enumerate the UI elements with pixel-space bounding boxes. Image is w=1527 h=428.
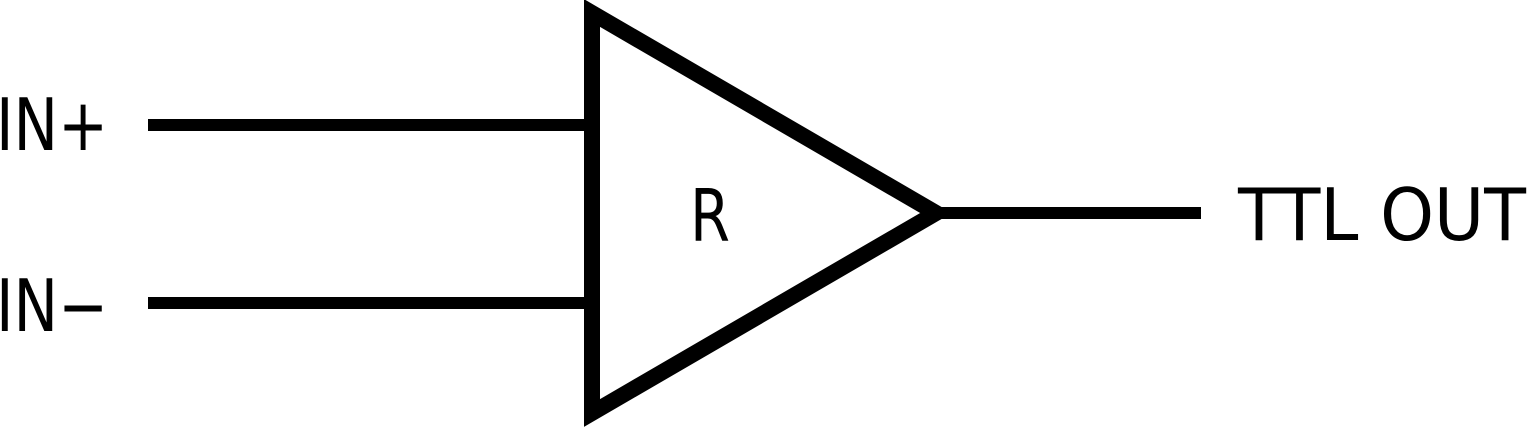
in-plus-label: IN+ (0, 83, 108, 167)
output-label: TTL OUT (1237, 173, 1527, 257)
comparator-triangle (584, 0, 952, 427)
in-minus-label: IN− (0, 264, 108, 348)
body-label: R (690, 174, 730, 258)
